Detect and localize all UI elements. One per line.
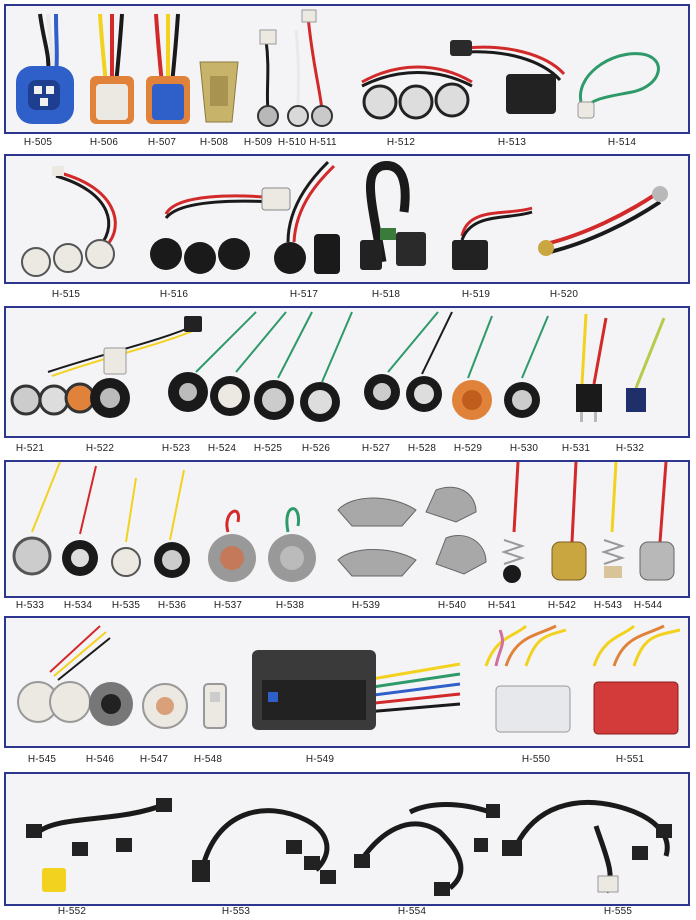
product-image-h513[interactable] xyxy=(446,34,570,124)
product-image-h551[interactable] xyxy=(584,624,688,735)
product-image-h517[interactable] xyxy=(268,160,354,278)
product-image-h550[interactable] xyxy=(476,624,576,734)
product-label: H-541 xyxy=(487,600,517,611)
product-image-h544[interactable] xyxy=(634,461,680,586)
product-label: H-516 xyxy=(159,289,189,300)
product-image-h523-h526[interactable] xyxy=(166,311,366,422)
product-label: H-514 xyxy=(607,137,637,148)
product-image-h548[interactable] xyxy=(198,678,232,734)
product-image-h540[interactable] xyxy=(416,482,496,586)
product-label: H-518 xyxy=(371,289,401,300)
product-label: H-544 xyxy=(633,600,663,611)
product-label: H-537 xyxy=(213,600,243,611)
product-image-h537-h538[interactable] xyxy=(202,492,326,584)
product-label: H-540 xyxy=(437,600,467,611)
product-image-h518[interactable] xyxy=(352,161,432,278)
product-label: H-535 xyxy=(111,600,141,611)
product-label: H-534 xyxy=(63,600,93,611)
catalog-panel-row6 xyxy=(4,772,690,906)
product-label: H-552 xyxy=(57,906,87,917)
product-image-h541[interactable] xyxy=(492,461,532,586)
product-image-h539[interactable] xyxy=(332,490,422,586)
product-image-h505[interactable] xyxy=(10,13,80,126)
product-label: H-547 xyxy=(139,754,169,765)
product-label: H-539 xyxy=(351,600,381,611)
product-label: H-524 xyxy=(207,443,237,454)
product-image-h546[interactable] xyxy=(86,668,136,734)
product-image-h516[interactable] xyxy=(136,174,296,278)
product-label: H-512 xyxy=(386,137,416,148)
product-image-h554[interactable] xyxy=(350,792,500,898)
product-image-h552[interactable] xyxy=(16,784,176,898)
product-image-h549[interactable] xyxy=(246,640,466,734)
product-image-h515[interactable] xyxy=(16,166,124,278)
product-label: H-531 xyxy=(561,443,591,454)
product-label: H-510 xyxy=(277,137,307,148)
product-label: H-513 xyxy=(497,137,527,148)
product-image-h553[interactable] xyxy=(186,780,346,898)
product-label: H-549 xyxy=(305,754,335,765)
catalog-panel-row4 xyxy=(4,460,690,598)
blue-plug-graphic xyxy=(16,13,74,124)
product-label: H-508 xyxy=(199,137,229,148)
product-image-h509-h511[interactable] xyxy=(246,9,346,128)
product-label: H-526 xyxy=(301,443,331,454)
product-image-h545[interactable] xyxy=(10,622,120,732)
product-label: H-521 xyxy=(15,443,45,454)
product-image-h542[interactable] xyxy=(546,461,592,586)
product-label: H-536 xyxy=(157,600,187,611)
product-label: H-530 xyxy=(509,443,539,454)
product-label: H-538 xyxy=(275,600,305,611)
product-label: H-523 xyxy=(161,443,191,454)
product-image-h531[interactable] xyxy=(566,313,616,424)
product-image-h521-h522[interactable] xyxy=(8,312,204,422)
product-label: H-507 xyxy=(147,137,177,148)
product-image-h527-h530[interactable] xyxy=(362,311,558,422)
product-image-h532[interactable] xyxy=(618,317,668,418)
catalog-panel-row1 xyxy=(4,4,690,134)
product-label: H-546 xyxy=(85,754,115,765)
product-image-h506[interactable] xyxy=(84,13,138,126)
product-image-h543[interactable] xyxy=(596,461,630,586)
product-label: H-506 xyxy=(89,137,119,148)
product-label: H-505 xyxy=(23,137,53,148)
product-label: H-528 xyxy=(407,443,437,454)
product-label: H-515 xyxy=(51,289,81,300)
product-label: H-509 xyxy=(243,137,273,148)
catalog-panel-row5 xyxy=(4,616,690,748)
product-label: H-554 xyxy=(397,906,427,917)
product-label: H-551 xyxy=(615,754,645,765)
product-image-h533-h536[interactable] xyxy=(10,461,200,582)
product-image-h507[interactable] xyxy=(140,13,194,126)
product-label: H-517 xyxy=(289,289,319,300)
catalog-panel-row3 xyxy=(4,306,690,438)
product-label: H-542 xyxy=(547,600,577,611)
product-image-h514[interactable] xyxy=(572,46,666,124)
product-label: H-553 xyxy=(221,906,251,917)
product-label: H-548 xyxy=(193,754,223,765)
product-label: H-522 xyxy=(85,443,115,454)
product-label: H-543 xyxy=(593,600,623,611)
product-image-h512[interactable] xyxy=(358,62,476,128)
product-image-h520[interactable] xyxy=(526,174,676,278)
product-label: H-520 xyxy=(549,289,579,300)
product-label: H-545 xyxy=(27,754,57,765)
product-label: H-525 xyxy=(253,443,283,454)
product-image-h519[interactable] xyxy=(448,196,538,278)
product-label: H-527 xyxy=(361,443,391,454)
catalog-panel-row2 xyxy=(4,154,690,284)
product-label: H-550 xyxy=(521,754,551,765)
product-image-h555[interactable] xyxy=(496,786,682,898)
product-label: H-529 xyxy=(453,443,483,454)
product-label: H-555 xyxy=(603,906,633,917)
product-image-h547[interactable] xyxy=(140,672,190,734)
product-label: H-519 xyxy=(461,289,491,300)
product-image-h508[interactable] xyxy=(196,56,242,128)
product-label: H-532 xyxy=(615,443,645,454)
product-label: H-511 xyxy=(309,137,337,148)
product-label: H-533 xyxy=(15,600,45,611)
